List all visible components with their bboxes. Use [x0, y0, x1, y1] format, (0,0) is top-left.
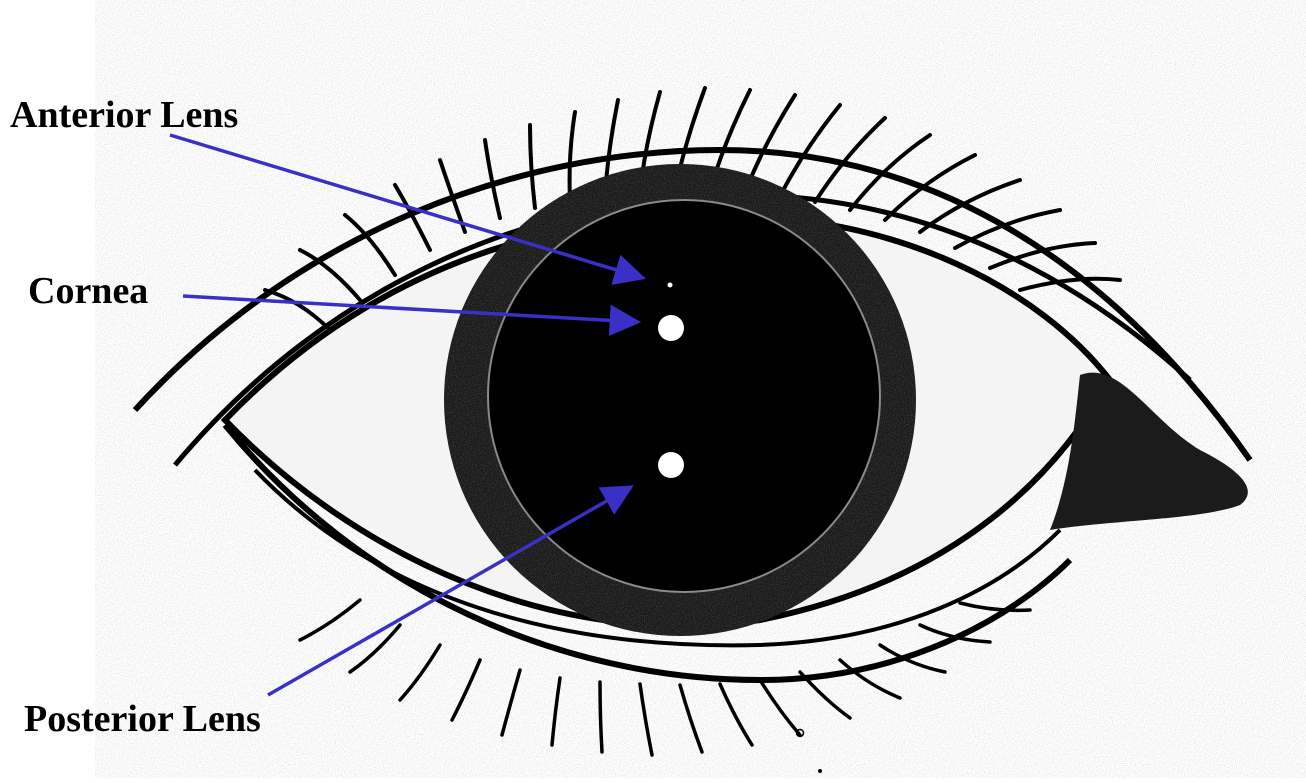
pupil: [488, 200, 880, 592]
posterior-lens-label: Posterior Lens: [24, 700, 261, 738]
anterior-lens-label: Anterior Lens: [10, 96, 238, 134]
cornea-reflection: [658, 315, 684, 341]
posterior-lens-reflection: [658, 452, 684, 478]
speck: [818, 769, 822, 773]
anterior-lens-reflection: [668, 283, 673, 288]
cornea-label: Cornea: [28, 272, 148, 310]
